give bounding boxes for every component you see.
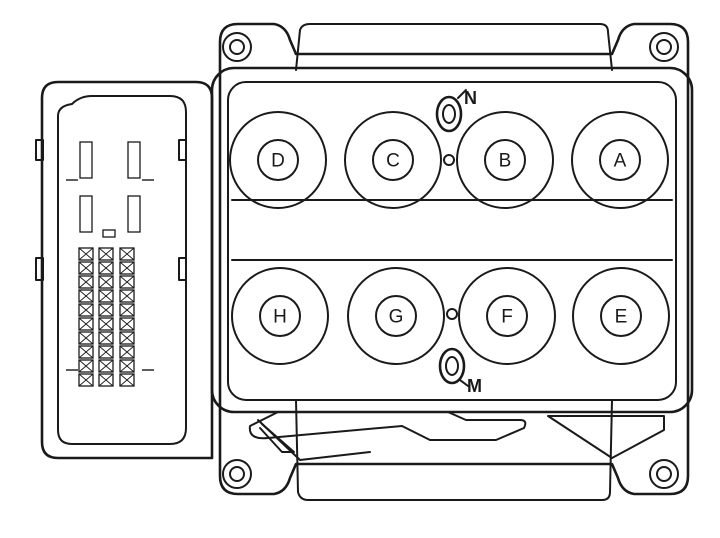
mounting-hole-top-left [222, 32, 252, 62]
port-label-G: G [389, 307, 404, 328]
bolt-label-N: N [464, 88, 477, 108]
connector-clip [178, 139, 187, 161]
port-A: A [571, 111, 669, 209]
connector-terminal-slot [79, 195, 93, 233]
connector-terminal-slot [127, 141, 141, 179]
mounting-hole-bottom-right [649, 459, 679, 489]
valve-block [210, 66, 694, 414]
port-label-C: C [386, 151, 400, 172]
connector-clip [178, 257, 187, 281]
center-hole [446, 308, 458, 320]
valve-block-inner [227, 81, 677, 401]
port-F: F [458, 267, 556, 365]
port-H: H [231, 267, 329, 365]
center-hole [443, 154, 455, 166]
connector-body [40, 80, 214, 460]
connector-pin-grid [78, 247, 135, 387]
connector-key [102, 229, 116, 238]
port-label-A: A [614, 151, 627, 172]
flange-rib-left [257, 419, 371, 461]
port-label-D: D [271, 151, 285, 172]
port-D: D [229, 111, 327, 209]
bottom-boss [295, 399, 613, 501]
mounting-hole-bottom-left [222, 459, 252, 489]
flange-rib [248, 411, 527, 441]
connector-terminal-slot [127, 195, 141, 233]
port-C: C [344, 111, 442, 209]
bolt-label-M: M [467, 376, 482, 396]
hydraulic-unit [210, 22, 694, 501]
bolt-N: N [435, 88, 477, 133]
port-label-E: E [615, 307, 628, 328]
port-E: E [572, 267, 670, 365]
electrical-connector [35, 80, 214, 460]
port-G: G [347, 267, 445, 365]
top-boss [295, 23, 613, 71]
bolt-M: M [438, 347, 482, 396]
connector-terminal-slot [79, 141, 93, 179]
mounting-flange [218, 22, 690, 496]
port-B: B [456, 111, 554, 209]
connector-face [57, 95, 187, 445]
brake-line-ports: D C B A H G F [229, 111, 670, 365]
port-label-F: F [501, 307, 513, 328]
flange-rib-right [547, 415, 665, 459]
port-label-H: H [273, 307, 287, 328]
mounting-hole-top-right [649, 32, 679, 62]
flange-rib-left-inner [259, 423, 295, 453]
port-label-B: B [499, 151, 512, 172]
